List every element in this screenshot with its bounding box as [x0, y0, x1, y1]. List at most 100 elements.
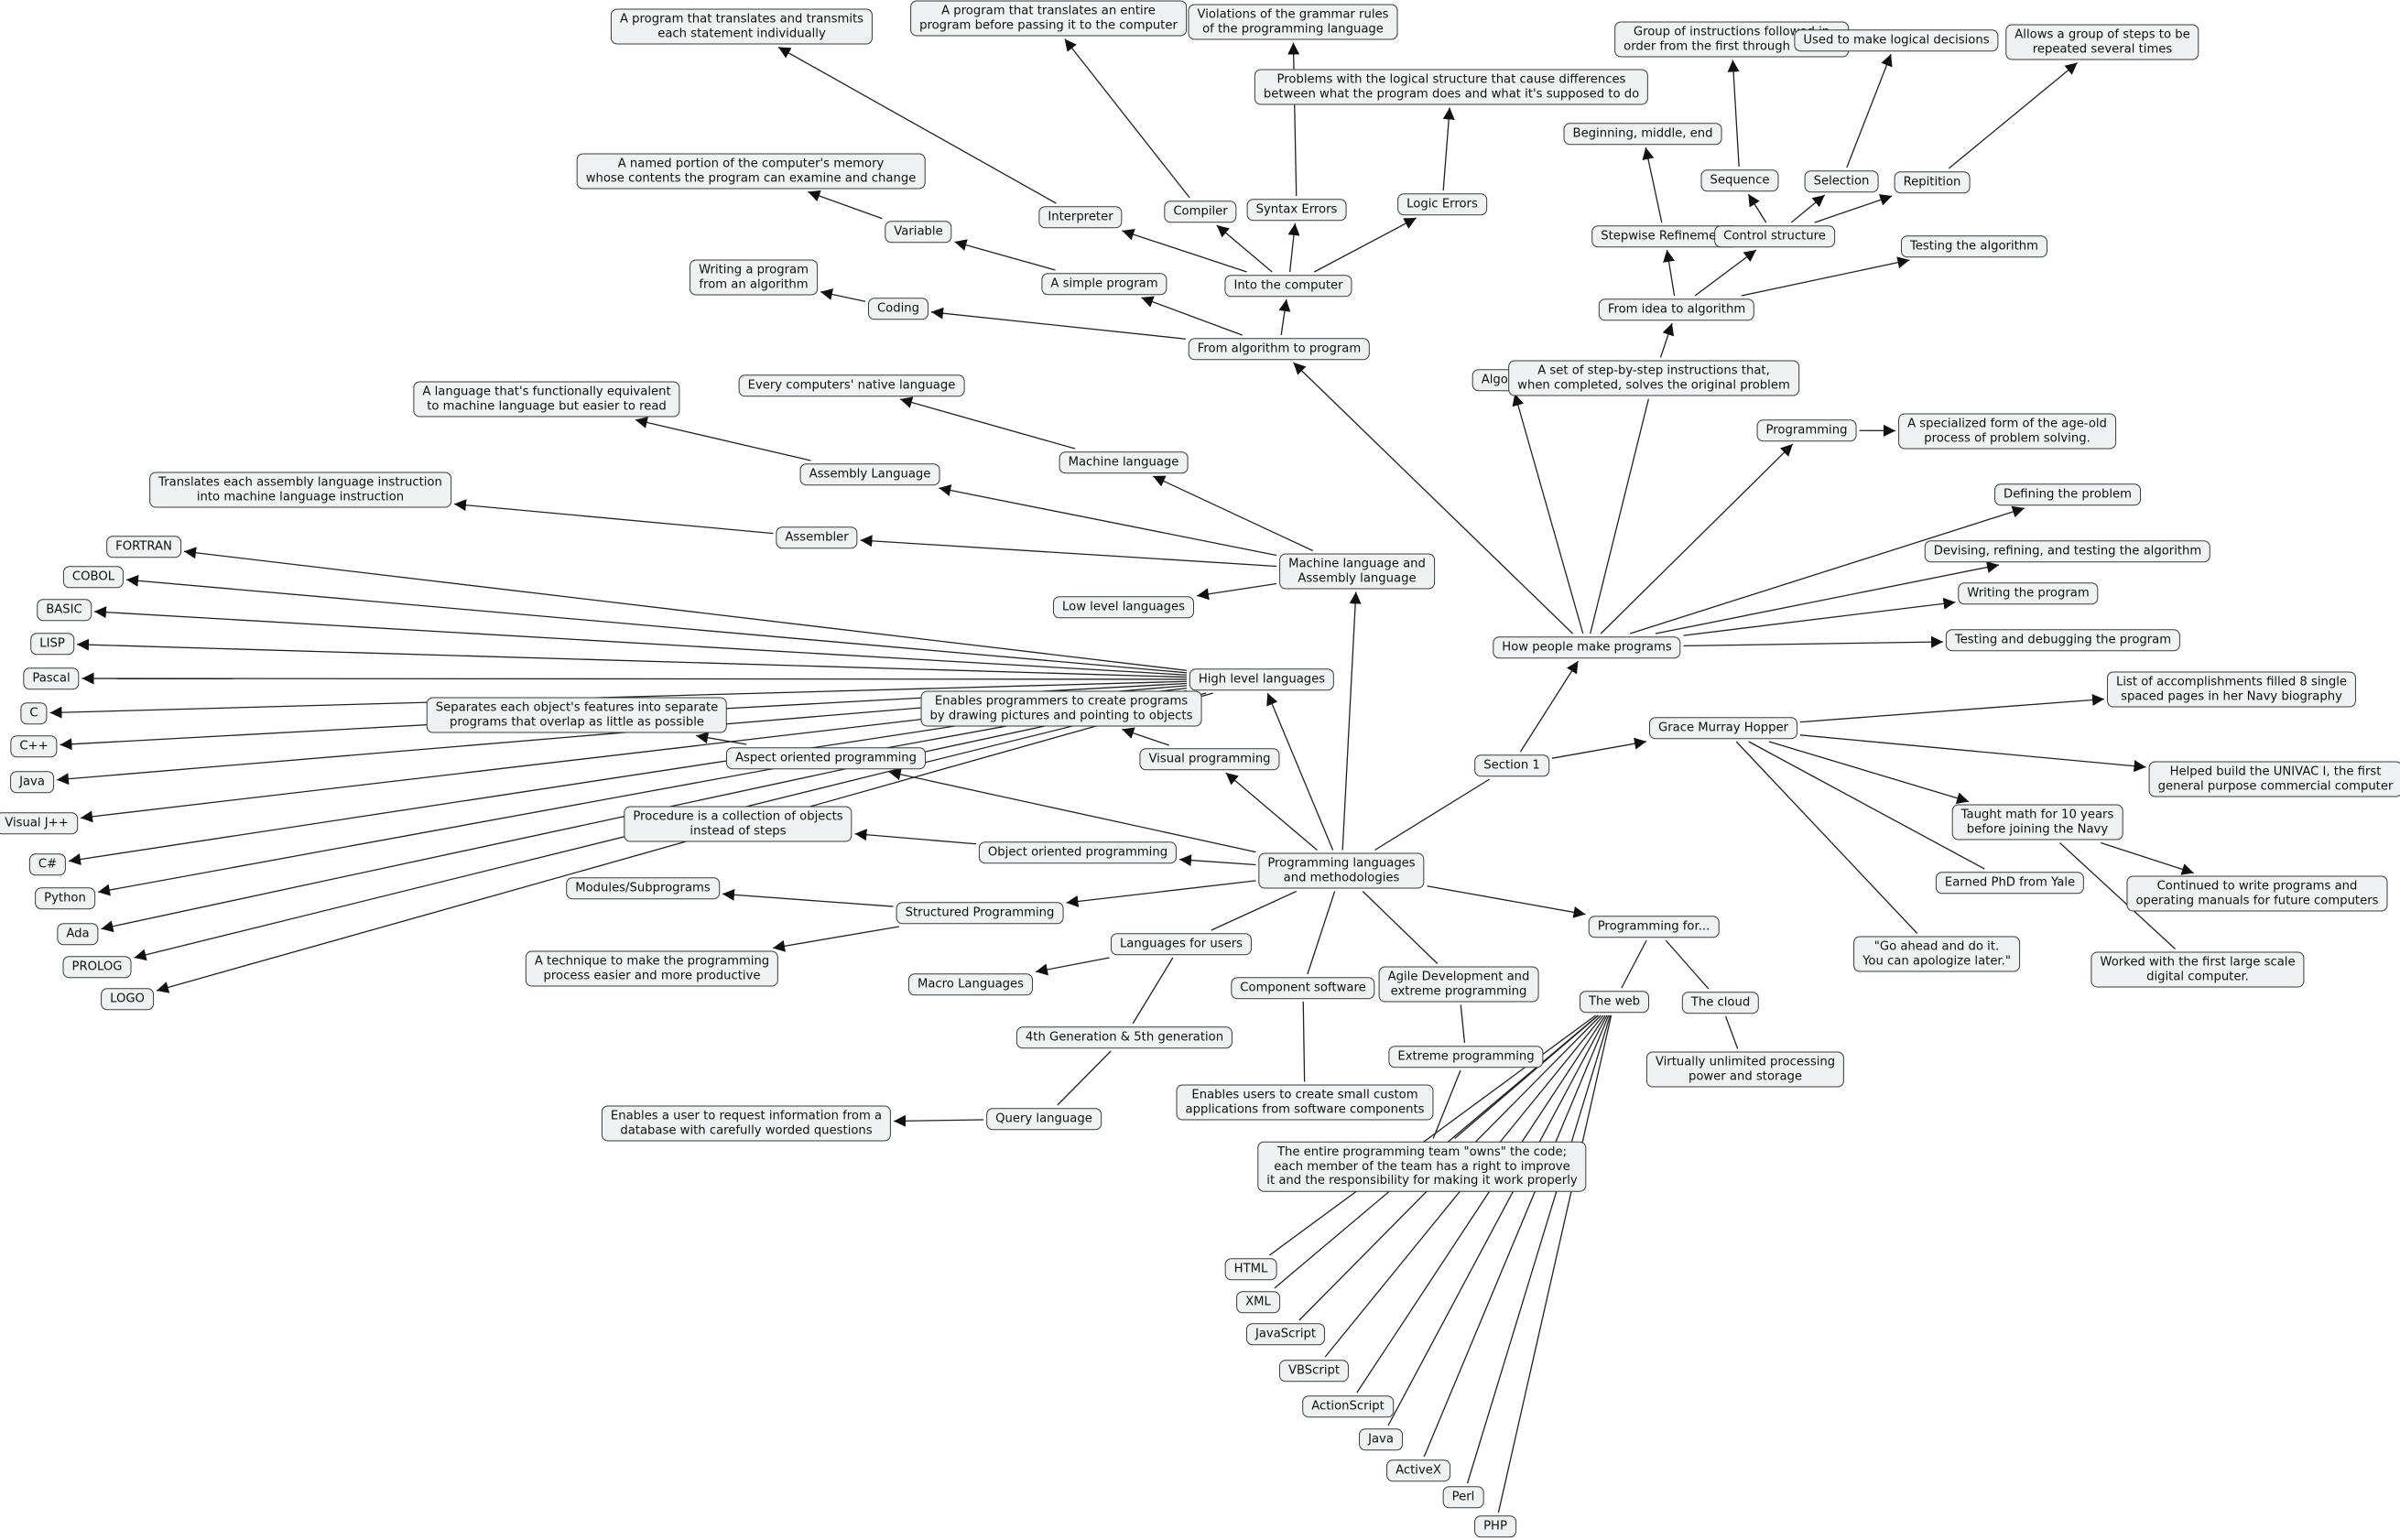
node-cobol: COBOL: [62, 566, 125, 588]
node-variable: Variable: [885, 221, 952, 243]
node-oop: Object oriented programming: [978, 841, 1178, 863]
node-java2: Java: [1359, 1428, 1403, 1450]
edge-hopper-to-goahead: [1735, 741, 1918, 934]
node-c: C: [20, 702, 48, 724]
node-activex: ActiveX: [1386, 1459, 1450, 1481]
edge-fromalg-to-simple: [1141, 296, 1243, 336]
node-compdef: A program that translates an entire prog…: [910, 0, 1187, 37]
edge-center-to-aspect: [888, 768, 1256, 853]
edge-how-to-algdef: [1590, 398, 1650, 634]
edge-idea-to-control: [1694, 249, 1757, 297]
node-syntax: Syntax Errors: [1246, 199, 1347, 221]
node-coding: Coding: [867, 298, 929, 320]
node-codingdef: Writing a program from an algorithm: [690, 259, 818, 296]
edge-simple-to-variable: [954, 239, 1056, 271]
node-gen45: 4th Generation & 5th generation: [1015, 1026, 1233, 1048]
node-logicdef: Problems with the logical structure that…: [1254, 69, 1649, 105]
node-compiler: Compiler: [1164, 201, 1237, 222]
node-macro: Macro Languages: [907, 973, 1034, 995]
edge-compiler-to-compdef: [1064, 38, 1190, 199]
edge-selection-to-seldef: [1846, 53, 1893, 168]
node-perl: Perl: [1442, 1486, 1484, 1508]
node-querydef: Enables a user to request information fr…: [601, 1105, 892, 1142]
edge-web-to-java2: [1387, 1014, 1608, 1426]
node-procedure: Procedure is a collection of objects ins…: [624, 806, 852, 842]
node-idea: From idea to algorithm: [1598, 298, 1755, 320]
edge-mlal-to-assembler: [860, 535, 1277, 568]
edge-into-to-syntax: [1287, 222, 1300, 273]
edge-section1-to-hopper: [1551, 737, 1647, 759]
edge-section1-to-how: [1519, 660, 1580, 753]
edge-taught-to-continued: [2101, 841, 2194, 875]
edge-hopper-to-phd: [1748, 741, 1985, 870]
edge-stepwise-to-bme: [1642, 146, 1663, 223]
edge-coding-to-codingdef: [820, 288, 866, 302]
edge-cloud-to-clouddef: [1724, 1015, 1739, 1049]
edge-idea-to-testalg: [1741, 256, 1910, 297]
node-machdef: Every computers' native language: [738, 374, 965, 396]
node-simple: A simple program: [1041, 273, 1167, 295]
edge-web-to-activex: [1423, 1014, 1610, 1458]
edge-structured-to-technique: [772, 926, 900, 952]
node-syndef: Violations of the grammar rules of the p…: [1188, 4, 1398, 40]
node-repetition: Repitition: [1894, 171, 1971, 193]
node-vjpp: Visual J++: [0, 812, 78, 834]
node-selection: Selection: [1804, 170, 1879, 192]
edge-repetition-to-repdef: [1948, 61, 2079, 169]
node-compsoftdef: Enables users to create small custom app…: [1176, 1084, 1434, 1121]
node-javascript: JavaScript: [1245, 1323, 1326, 1345]
edge-aspect-to-separates: [696, 732, 747, 745]
node-fortran: FORTRAN: [106, 536, 181, 558]
edge-control-to-sequence: [1747, 193, 1767, 223]
edge-center-to-langusers: [1211, 890, 1298, 931]
node-testdebug: Testing and debugging the program: [1945, 629, 2181, 651]
node-mlal: Machine language and Assembly language: [1279, 553, 1435, 590]
node-assembly: Assembly Language: [799, 463, 940, 485]
node-lowlevel: Low level languages: [1053, 596, 1194, 618]
edge-center-to-structured: [1066, 880, 1256, 907]
node-worked: Worked with the first large scale digita…: [2090, 951, 2305, 988]
node-java1: Java: [10, 771, 54, 793]
node-python: Python: [35, 887, 95, 909]
edge-machine-to-machdef: [899, 396, 1076, 450]
edge-web-to-actionscript: [1356, 1014, 1606, 1394]
node-seldef: Used to make logical decisions: [1794, 29, 1999, 51]
node-visual: Visual programming: [1139, 748, 1280, 770]
edge-mlal-to-machine: [1152, 475, 1314, 552]
node-logic: Logic Errors: [1397, 193, 1487, 215]
edge-langusers-to-macro: [1035, 957, 1110, 976]
node-machine: Machine language: [1059, 451, 1189, 473]
edge-center-to-visual: [1225, 772, 1318, 851]
edge-how-to-testdebug: [1683, 635, 1944, 648]
node-xml: XML: [1236, 1291, 1280, 1313]
node-assembler: Assembler: [776, 526, 858, 548]
edge-sequence-to-seqdef: [1727, 60, 1740, 168]
node-stepwise: Stepwise Refinement: [1591, 225, 1738, 247]
edge-center-to-component: [1307, 891, 1336, 975]
edge-highlevel-to-pascal: [81, 672, 1188, 685]
node-actionscript: ActionScript: [1302, 1395, 1394, 1417]
edge-how-to-defining: [1629, 505, 2025, 634]
node-univac: Helped build the UNIVAC I, the first gen…: [2148, 761, 2400, 797]
edge-agile-to-extreme: [1460, 1004, 1466, 1044]
edge-gen45-to-query: [1057, 1050, 1112, 1106]
edge-center-to-highlevel: [1266, 692, 1334, 851]
edge-center-to-progfor: [1427, 885, 1586, 918]
edge-assembly-to-asmdef: [635, 417, 811, 461]
edge-interpreter-to-interpdef: [777, 46, 1057, 204]
node-interpreter: Interpreter: [1038, 206, 1123, 228]
node-enables: Enables programmers to create programs b…: [920, 690, 1202, 727]
node-fromalg: From algorithm to program: [1188, 338, 1371, 360]
node-section1: Section 1: [1474, 754, 1549, 776]
node-lisp: LISP: [30, 633, 74, 655]
node-control: Control structure: [1714, 225, 1835, 247]
edge-structured-to-modules: [722, 888, 894, 907]
edge-mlal-to-lowlevel: [1196, 582, 1277, 601]
edge-into-to-compiler: [1216, 224, 1273, 273]
node-web: The web: [1580, 991, 1649, 1013]
node-taught: Taught math for 10 years before joining …: [1951, 804, 2123, 840]
edge-fromalg-to-coding: [930, 307, 1187, 340]
edge-progfor-to-web: [1621, 939, 1647, 989]
edge-control-to-repetition: [1814, 194, 1893, 223]
edge-progfor-to-cloud: [1665, 939, 1710, 990]
